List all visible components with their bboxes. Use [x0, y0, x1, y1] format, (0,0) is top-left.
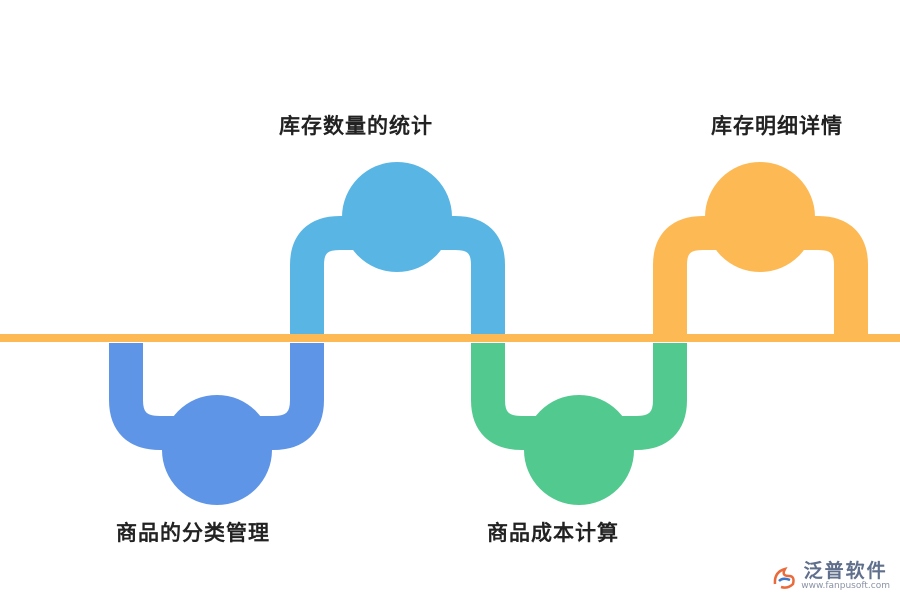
timeline-bar — [0, 334, 900, 342]
step-1-pipe — [109, 343, 324, 505]
step-3-label: 商品成本计算 — [487, 521, 619, 545]
step-4-label: 库存明细详情 — [711, 114, 843, 138]
watermark-brand: 泛普软件 — [803, 560, 888, 582]
step-3-circle — [524, 395, 634, 505]
step-2-label: 库存数量的统计 — [279, 114, 433, 138]
step-3-pipe — [471, 343, 687, 505]
step-4-circle — [705, 162, 815, 272]
brand-logo-icon — [773, 566, 795, 589]
step-2-circle — [342, 162, 452, 272]
watermark: 泛普软件 www.fanpusoft.com — [771, 561, 890, 592]
step-1-circle — [162, 395, 272, 505]
step-1-label: 商品的分类管理 — [116, 521, 270, 545]
watermark-url: www.fanpusoft.com — [801, 581, 890, 591]
step-4-pipe — [653, 162, 868, 337]
step-2-pipe — [290, 162, 505, 337]
